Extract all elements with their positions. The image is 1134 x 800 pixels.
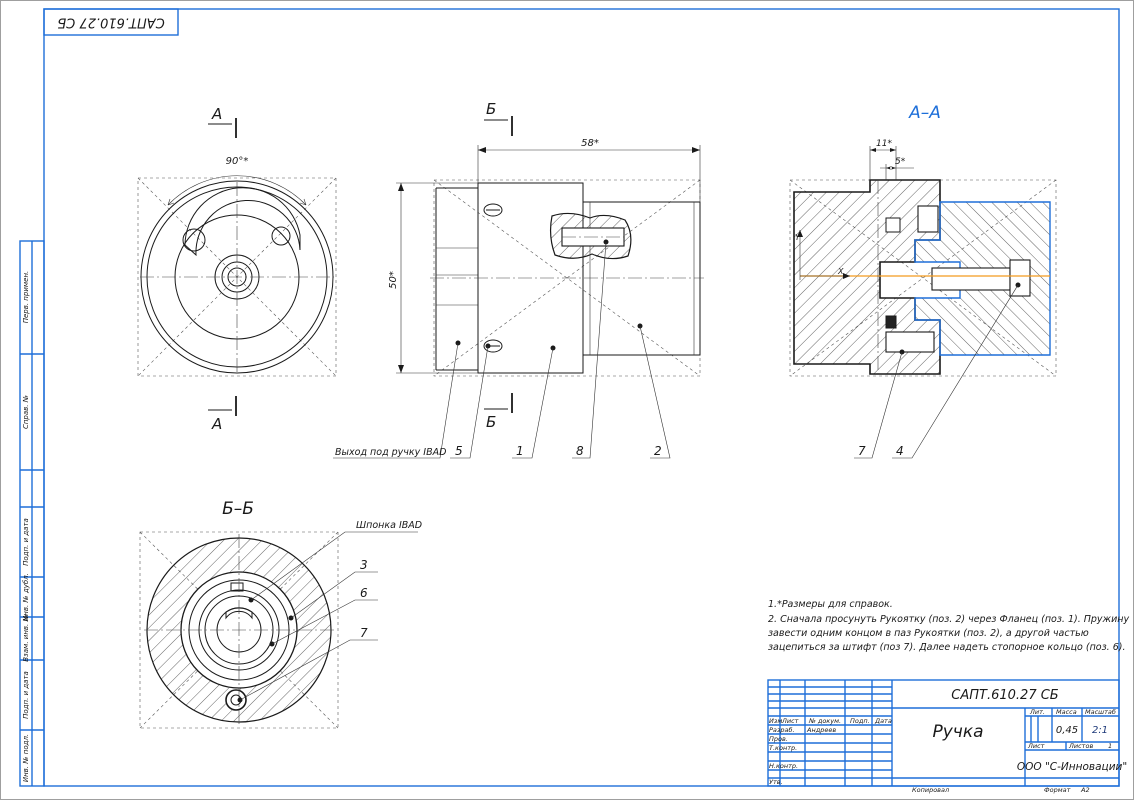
col-header: Изм — [769, 717, 782, 725]
developer-name: Андреев — [806, 726, 836, 734]
company-name: ООО "С-Инновации" — [1017, 761, 1127, 773]
copied-label: Копировал — [912, 786, 949, 794]
side-label: Взам. инв. № — [22, 614, 30, 662]
dimension-5: 5* — [895, 157, 906, 167]
title-block: Изм Лист № докум. Подп. Дата Разраб. Анд… — [767, 679, 1127, 794]
section-bb-title: Б–Б — [222, 499, 254, 519]
lit-label: Лит. — [1029, 708, 1045, 716]
callout-key: Шпонка IBAD — [356, 520, 422, 531]
mass-label: Масса — [1056, 708, 1077, 716]
length-dimension: 58* — [581, 138, 599, 149]
position-label: 5 — [455, 444, 463, 458]
side-margin-strip: Перв. примен. Справ. № Подп. и дата Инв.… — [19, 240, 45, 787]
position-label: 1 — [516, 444, 524, 458]
section-bb: Б–Б Шпонка IBAD 3 6 7 — [139, 499, 422, 729]
stamp-code: САПТ.610.27 СБ — [57, 15, 165, 30]
col-header: Подп. — [850, 717, 870, 725]
col-header: № докум. — [808, 717, 841, 725]
front-view: 90°* А А — [137, 105, 337, 433]
scale-label: Масштаб — [1085, 708, 1116, 716]
axis-label-x: X — [837, 267, 844, 276]
dimension-11: 11* — [876, 139, 892, 149]
role-label: Пров. — [769, 735, 788, 743]
drawing-name: Ручка — [932, 722, 983, 742]
scale-value: 2:1 — [1092, 725, 1108, 736]
height-dimension: 50* — [388, 271, 399, 289]
position-label: 6 — [360, 586, 368, 600]
format-label: Формат — [1044, 786, 1071, 794]
position-label: 7 — [360, 626, 368, 640]
side-label: Инв. № дубл. — [22, 573, 30, 621]
position-label: 4 — [896, 444, 904, 458]
cut-label-a-top: А — [211, 105, 222, 123]
side-label: Справ. № — [22, 395, 30, 429]
format-value: А2 — [1080, 786, 1090, 794]
role-label: Утв. — [769, 778, 783, 786]
role-label: Т.контр. — [769, 744, 797, 752]
side-view: 58* 50* Б Б Выход под ручку IBAD 5 1 8 2 — [333, 100, 704, 459]
position-label: 8 — [576, 444, 584, 458]
sheet-label: Лист — [1027, 742, 1045, 750]
designation: САПТ.610.27 СБ — [951, 688, 1059, 703]
sheets-label: Листов — [1068, 742, 1093, 750]
technical-notes: 1.*Размеры для справок. 2. Сначала просу… — [768, 599, 1129, 653]
note-line: 2. Сначала просунуть Рукоятку (поз. 2) ч… — [768, 614, 1129, 625]
side-label: Подп. и дата — [22, 671, 30, 719]
section-aa-title: А–А — [908, 103, 941, 123]
callout-outlet: Выход под ручку IBAD — [335, 447, 446, 458]
section-aa: А–А Y X 11* 5* 7 — [789, 103, 1057, 459]
angle-dimension: 90°* — [226, 156, 249, 167]
note-line: зацепиться за штифт (поз 7). Далее надет… — [768, 642, 1125, 653]
mass-value: 0,45 — [1056, 725, 1078, 736]
position-label: 2 — [654, 444, 662, 458]
role-label: Разраб. — [769, 726, 795, 734]
axis-label-y: Y — [795, 233, 801, 242]
position-label: 3 — [360, 558, 368, 572]
sheets-value: 1 — [1108, 742, 1112, 750]
cut-label-b-bottom: Б — [486, 413, 496, 431]
side-label: Инв. № подл. — [22, 734, 30, 782]
cut-label-a-bottom: А — [211, 415, 222, 433]
cut-label-b-top: Б — [486, 100, 496, 118]
position-label: 7 — [858, 444, 866, 458]
side-label: Перв. примен. — [22, 271, 30, 324]
side-label: Подп. и дата — [22, 518, 30, 566]
note-line: 1.*Размеры для справок. — [768, 599, 893, 610]
col-header: Лист — [781, 717, 799, 725]
col-header: Дата — [874, 717, 892, 725]
note-line: завести одним концом в паз Рукоятки (поз… — [768, 628, 1089, 639]
role-label: Н.контр. — [769, 762, 798, 770]
